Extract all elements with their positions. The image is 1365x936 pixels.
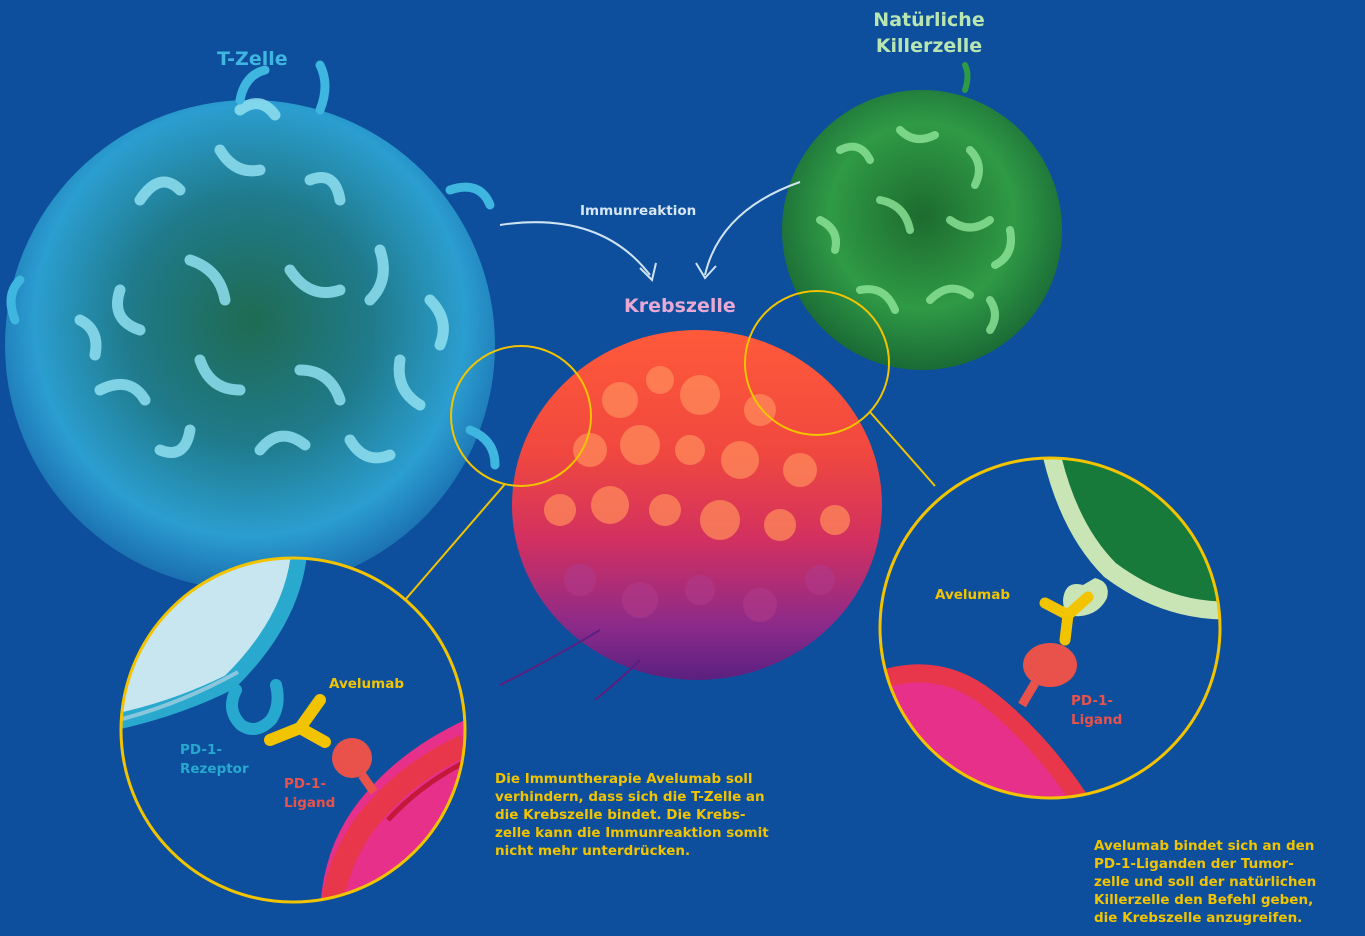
right-ligand-label-line1: PD-1- (1071, 693, 1113, 709)
middle-caption-line: Die Immuntherapie Avelumab soll (495, 770, 825, 788)
middle-caption-line: verhindern, dass sich die T-Zelle an (495, 788, 825, 806)
t-cell-label: T-Zelle (217, 48, 288, 71)
left-receptor-label-line2: Rezeptor (180, 761, 249, 777)
right-zoom-detail (880, 400, 1240, 820)
nk-cell-label-line2: Killerzelle (869, 35, 989, 58)
immune-response-label: Immunreaktion (580, 203, 696, 219)
cancer-cell-label: Krebszelle (624, 295, 736, 318)
right-caption-line: Avelumab bindet sich an den (1094, 837, 1359, 855)
right-caption: Avelumab bindet sich an den PD-1-Ligande… (1094, 837, 1359, 927)
right-ligand-label-line2: Ligand (1071, 712, 1122, 728)
connector-right (870, 412, 935, 486)
middle-caption-line: zelle kann die Immunreaktion somit (495, 824, 825, 842)
middle-caption-line: die Krebszelle bindet. Die Krebs- (495, 806, 825, 824)
left-zoom-detail (100, 540, 465, 920)
left-avelumab-label: Avelumab (329, 676, 404, 692)
cancer-cell (500, 330, 882, 700)
nk-cell-label-line1: Natürliche (869, 9, 989, 32)
nk-cell (782, 65, 1062, 370)
immune-response-arrows (500, 182, 800, 280)
left-ligand-label-line1: PD-1- (284, 776, 326, 792)
middle-caption-line: nicht mehr unterdrücken. (495, 842, 825, 860)
right-caption-line: die Krebszelle anzugreifen. (1094, 909, 1359, 927)
right-avelumab-label: Avelumab (935, 587, 1010, 603)
right-caption-line: PD-1-Liganden der Tumor- (1094, 855, 1359, 873)
left-ligand-label-line2: Ligand (284, 795, 335, 811)
middle-caption: Die Immuntherapie Avelumab soll verhinde… (495, 770, 825, 860)
right-caption-line: zelle und soll der natürlichen (1094, 873, 1359, 891)
t-cell (5, 65, 495, 590)
left-receptor-label-line1: PD-1- (180, 742, 222, 758)
right-caption-line: Killerzelle den Befehl geben, (1094, 891, 1359, 909)
